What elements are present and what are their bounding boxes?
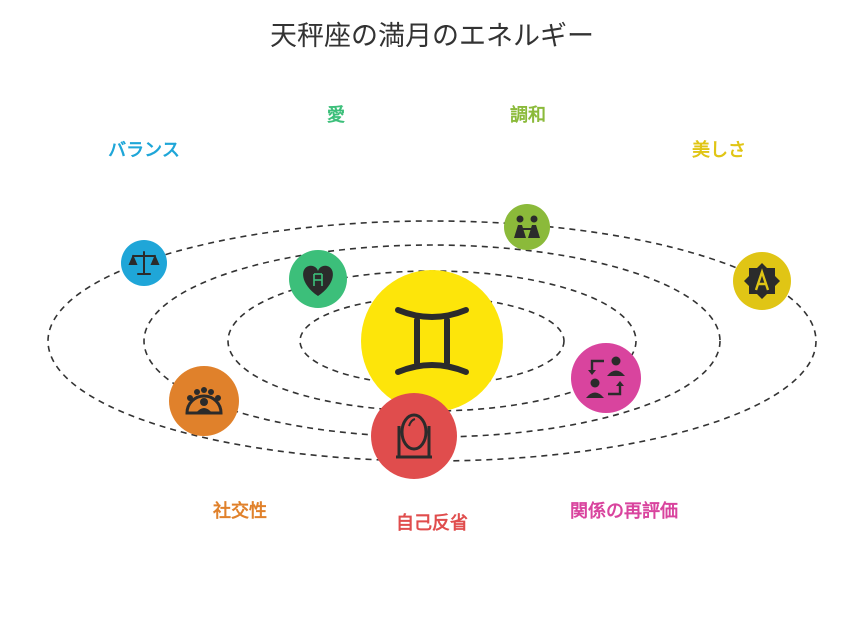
group-people-icon (185, 387, 223, 415)
gemini-symbol-icon (395, 307, 469, 375)
exchange-people-icon (586, 356, 625, 398)
badge-letter-icon (744, 263, 780, 299)
people-holding-hands-icon (514, 215, 540, 238)
node-balance (121, 240, 167, 286)
label-reflection: 自己反省 (396, 513, 468, 534)
node-love (289, 250, 347, 308)
label-relationship: 関係の再評価 (570, 501, 678, 522)
node-relationship (571, 343, 641, 413)
label-social: 社交性 (213, 501, 267, 522)
scales-icon (128, 251, 160, 275)
label-balance: バランス (108, 140, 180, 161)
diagram-title: 天秤座の満月のエネルギー (270, 21, 594, 52)
label-love: 愛 (327, 105, 345, 126)
label-harmony: 調和 (510, 105, 546, 126)
label-beauty: 美しさ (692, 140, 746, 161)
node-reflection (371, 393, 457, 479)
node-social (169, 366, 239, 436)
node-beauty (733, 252, 791, 310)
mirror-icon (396, 413, 432, 459)
center-node (361, 270, 503, 412)
heart-icon (303, 265, 333, 296)
node-harmony (504, 204, 550, 250)
